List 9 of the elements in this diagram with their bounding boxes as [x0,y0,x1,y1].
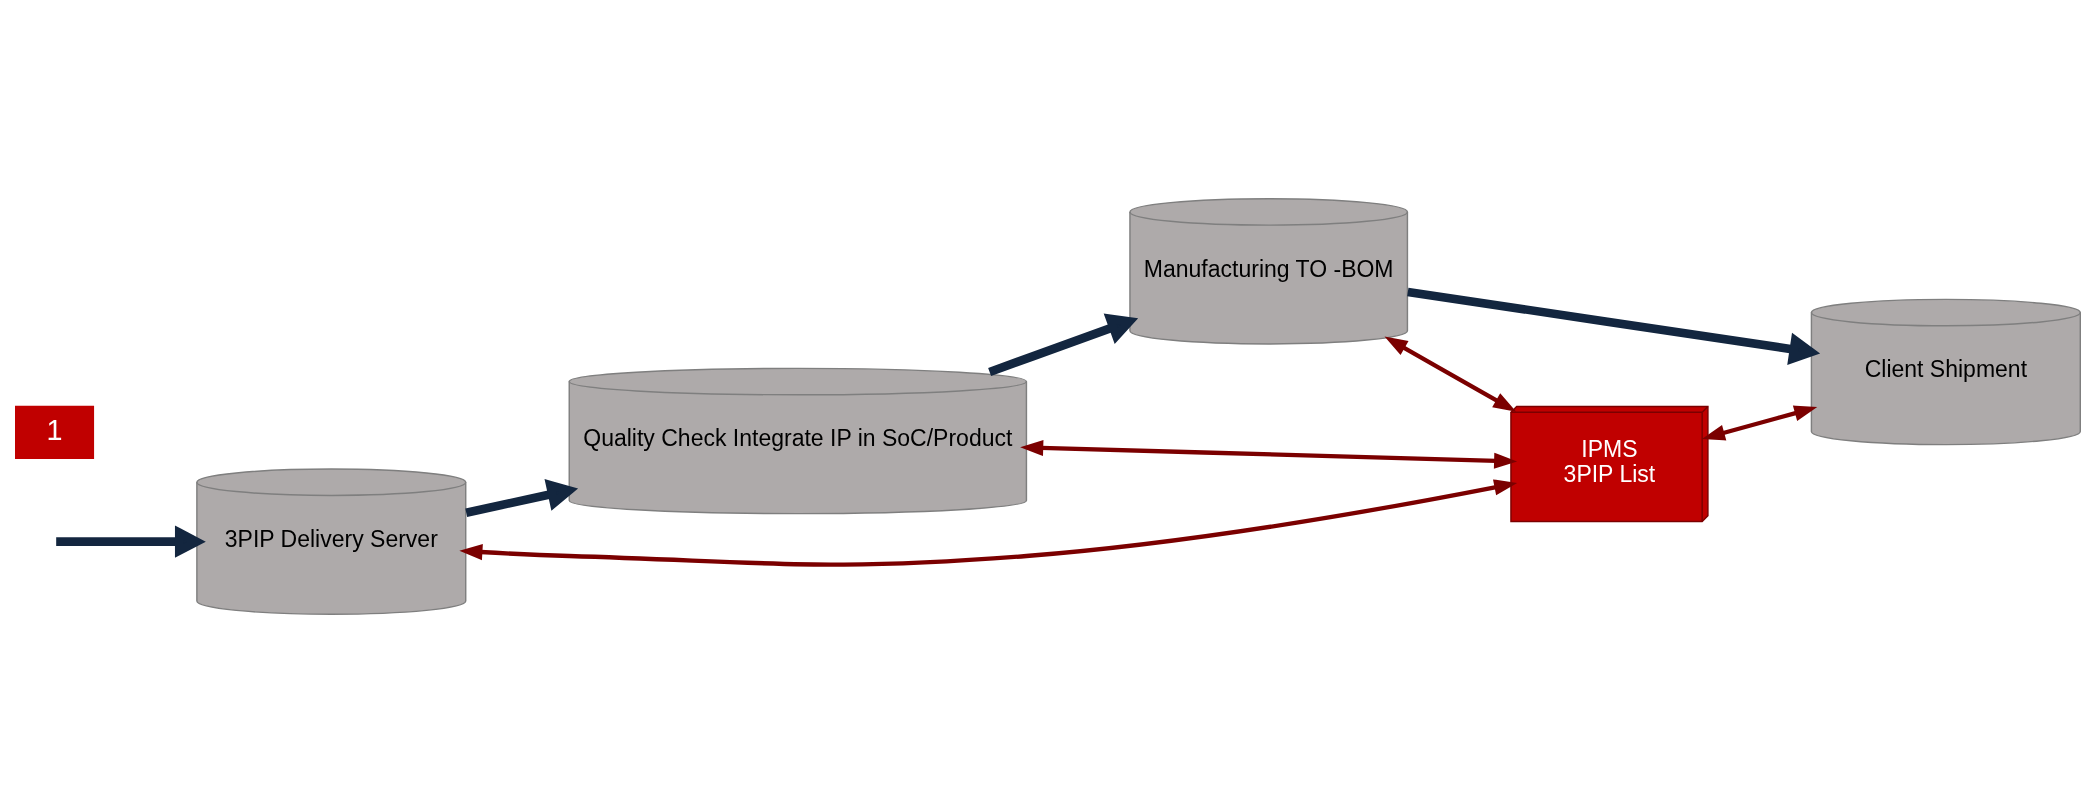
label: 1 [46,413,63,446]
arrow [56,524,206,558]
arrow [465,478,579,517]
arrow [1407,287,1821,365]
arrow [459,478,1518,567]
arrow [988,312,1139,376]
arrow [1701,404,1818,441]
arrow [1020,439,1518,469]
arrow [1384,336,1517,412]
